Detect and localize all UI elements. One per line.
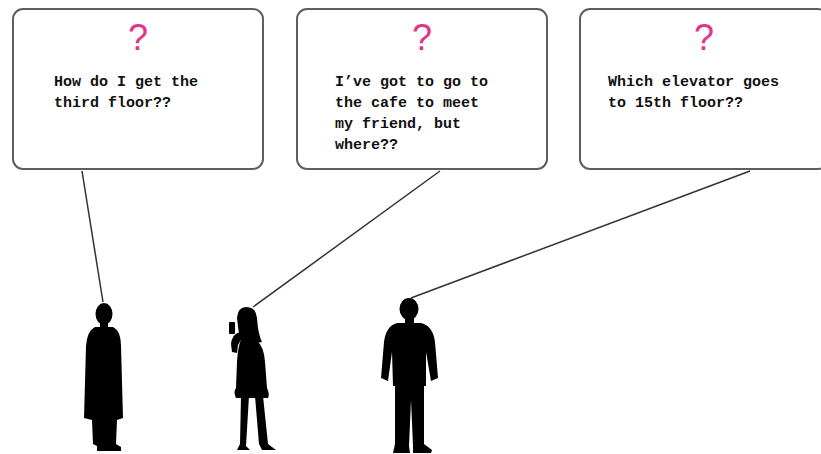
leader-lines	[82, 171, 750, 307]
leader-line	[411, 171, 750, 298]
speech-box: ? How do I get the third floor??	[12, 8, 264, 170]
person-man	[381, 298, 438, 453]
speech-box: ? Which elevator goes to 15th floor??	[579, 8, 821, 170]
question-mark: ?	[14, 10, 262, 58]
thought-text: How do I get the third floor??	[14, 72, 207, 114]
question-mark: ?	[298, 10, 546, 58]
thought-text: I’ve got to go to the cafe to meet my fr…	[298, 72, 488, 156]
leader-line	[82, 171, 103, 302]
thought-text: Which elevator goes to 15th floor??	[581, 72, 788, 114]
person-woman	[229, 307, 276, 450]
leader-line	[253, 171, 440, 307]
question-mark: ?	[581, 10, 821, 58]
person-coat	[84, 303, 123, 451]
speech-box: ? I’ve got to go to the cafe to meet my f…	[296, 8, 548, 170]
